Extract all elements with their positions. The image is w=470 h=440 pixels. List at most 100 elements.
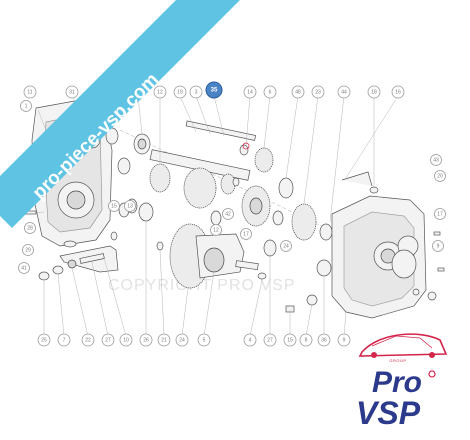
callout-label: 21 bbox=[161, 337, 167, 343]
copyright-watermark: COPYRIGHT PRO VSP bbox=[108, 277, 295, 294]
callout-top: 18 bbox=[367, 85, 381, 99]
callout-side: 13 bbox=[124, 200, 136, 212]
callout-side: 17 bbox=[434, 208, 446, 220]
callouts-side: 1402941281315124217244320179 bbox=[14, 100, 446, 274]
callout-label: 44 bbox=[341, 89, 347, 95]
callout-label: 42 bbox=[225, 211, 231, 217]
callout-bottom: 26 bbox=[139, 333, 153, 347]
left-small-parts bbox=[38, 127, 130, 281]
callout-label: 8 bbox=[305, 337, 308, 343]
callout-label: 15 bbox=[287, 337, 293, 343]
callout-label: 9 bbox=[343, 337, 346, 343]
callout-bottom: 22 bbox=[81, 333, 95, 347]
callout-label: 11 bbox=[27, 89, 32, 95]
callout-bottom: 15 bbox=[283, 333, 297, 347]
callout-side: 41 bbox=[18, 262, 30, 274]
callout-bottom: 24 bbox=[175, 333, 189, 347]
callout-side: 9 bbox=[432, 240, 444, 252]
callout-top: 23 bbox=[311, 85, 325, 99]
callout-top: 6 bbox=[263, 85, 277, 99]
callout-side: 20 bbox=[434, 170, 446, 182]
callout-side: 28 bbox=[24, 222, 36, 234]
callout-label: 19 bbox=[177, 89, 183, 95]
callout-label: 13 bbox=[127, 203, 133, 209]
callout-bottom: 36 bbox=[317, 333, 331, 347]
callout-top: 48 bbox=[291, 85, 305, 99]
callout-label: 23 bbox=[315, 89, 321, 95]
callout-top: 14 bbox=[243, 85, 257, 99]
callout-label: 9 bbox=[437, 243, 440, 249]
callout-label: 22 bbox=[85, 337, 91, 343]
shaft-and-gear-assembly bbox=[117, 120, 333, 313]
callout-label: 4 bbox=[249, 337, 252, 343]
callout-label: 24 bbox=[283, 243, 289, 249]
callout-label: 10 bbox=[123, 337, 129, 343]
callouts-bottom-row: 25 7 22 27 10 26 21 24 5 4 27 15 8 36 9 bbox=[37, 333, 351, 347]
callout-bottom: 9 bbox=[337, 333, 351, 347]
callout-label: 15 bbox=[111, 203, 117, 209]
callouts-top-row: 113113312193351464823441816 bbox=[23, 81, 405, 99]
callout-label: 29 bbox=[25, 247, 31, 253]
callout-label: 7 bbox=[63, 337, 66, 343]
callout-bottom: 25 bbox=[37, 333, 51, 347]
callout-side: 43 bbox=[430, 154, 442, 166]
callout-top: 3 bbox=[189, 85, 203, 99]
callout-bottom: 21 bbox=[157, 333, 171, 347]
callout-label: 24 bbox=[179, 337, 185, 343]
callout-label: 6 bbox=[269, 89, 272, 95]
logo-word-vsp: VSP bbox=[356, 395, 421, 431]
callout-label: 16 bbox=[395, 89, 401, 95]
highlighted-part-marker bbox=[242, 142, 250, 150]
callout-label: 12 bbox=[213, 227, 219, 233]
pro-vsp-logo: GROUP Pro VSP bbox=[356, 333, 448, 431]
callout-label: 12 bbox=[157, 89, 163, 95]
callout-bottom: 4 bbox=[243, 333, 257, 347]
callout-bottom: 27 bbox=[101, 333, 115, 347]
callout-label: 17 bbox=[437, 211, 443, 217]
callout-label: 5 bbox=[203, 337, 206, 343]
callout-top: 44 bbox=[337, 85, 351, 99]
callout-label: 18 bbox=[371, 89, 377, 95]
callout-top: 16 bbox=[391, 85, 405, 99]
callout-label: 41 bbox=[21, 265, 27, 271]
callout-top: 19 bbox=[173, 85, 187, 99]
callout-top: 12 bbox=[153, 85, 167, 99]
callout-label: 27 bbox=[267, 337, 273, 343]
right-gearbox-housing bbox=[331, 171, 445, 319]
callout-label: 20 bbox=[437, 173, 443, 179]
callout-label: 27 bbox=[105, 337, 111, 343]
callout-top: 31 bbox=[65, 85, 79, 99]
callout-side: 1 bbox=[20, 100, 32, 112]
callout-label: 48 bbox=[295, 89, 301, 95]
callout-label: 35 bbox=[211, 87, 218, 93]
callout-side: 17 bbox=[240, 228, 252, 240]
callout-label: 43 bbox=[433, 157, 439, 163]
callout-side: 29 bbox=[22, 244, 34, 256]
callout-top: 11 bbox=[23, 85, 37, 99]
callout-label: 3 bbox=[195, 89, 198, 95]
callout-bottom: 10 bbox=[119, 333, 133, 347]
callout-label: 25 bbox=[41, 337, 47, 343]
callout-label: 14 bbox=[247, 89, 253, 95]
callout-bottom: 27 bbox=[263, 333, 277, 347]
logo-group-label: GROUP bbox=[389, 358, 406, 363]
callout-bottom: 8 bbox=[299, 333, 313, 347]
callout-label: 36 bbox=[321, 337, 327, 343]
callout-side: 12 bbox=[210, 224, 222, 236]
callout-bottom: 7 bbox=[57, 333, 71, 347]
callout-label: 28 bbox=[27, 225, 33, 231]
callout-side: 24 bbox=[280, 240, 292, 252]
callout-bottom: 5 bbox=[197, 333, 211, 347]
callout-label: 31 bbox=[69, 89, 75, 95]
callout-label: 1 bbox=[25, 103, 28, 109]
callout-side: 15 bbox=[108, 200, 120, 212]
callout-label: 26 bbox=[143, 337, 149, 343]
callout-highlighted: 35 bbox=[205, 81, 223, 99]
callout-label: 17 bbox=[243, 231, 249, 237]
logo-word-pro: Pro bbox=[372, 366, 422, 399]
car-silhouette-icon bbox=[358, 333, 448, 357]
logo-dot-icon bbox=[428, 370, 436, 378]
callout-side: 42 bbox=[222, 208, 234, 220]
